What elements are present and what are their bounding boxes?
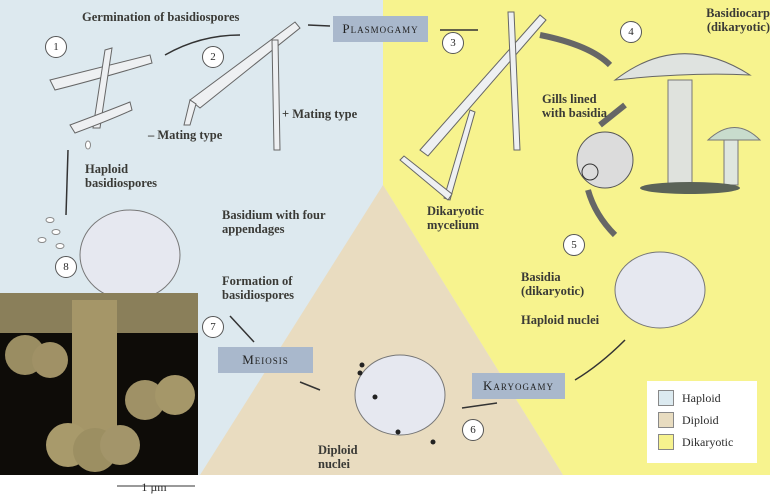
label-germination: Germination of basidiospores bbox=[82, 10, 240, 24]
label-gills: Gills lined with basidia bbox=[542, 92, 607, 120]
step-7: 7 bbox=[202, 316, 224, 338]
label-dikaryotic-mycelium: Dikaryotic mycelium bbox=[427, 204, 484, 232]
label-minus-mating-type: – Mating type bbox=[148, 128, 223, 142]
legend-label: Diploid bbox=[682, 412, 719, 427]
label-formation-basidiospores: Formation of basidiospores bbox=[222, 274, 295, 302]
step-6: 6 bbox=[462, 419, 484, 441]
germinating-spore-hyphae bbox=[49, 47, 153, 134]
process-meiosis: Meiosis bbox=[218, 347, 313, 373]
label-basidium-four-appendages: Basidium with four appendages bbox=[222, 208, 326, 236]
label-basidiocarp: Basidiocarp (dikaryotic) bbox=[706, 6, 770, 34]
step-3: 3 bbox=[442, 32, 464, 54]
micrograph-basidium bbox=[0, 293, 198, 475]
step-4: 4 bbox=[620, 21, 642, 43]
label-plus-mating-type: + Mating type bbox=[282, 107, 358, 121]
legend-diploid: Diploid bbox=[658, 412, 719, 428]
diploid-nuclei-dots bbox=[357, 362, 436, 445]
step-8: 8 bbox=[55, 256, 77, 278]
dikaryotic-mycelium-drawing bbox=[399, 11, 547, 201]
basidia-clusters bbox=[79, 209, 706, 436]
diploid-region bbox=[200, 185, 563, 475]
haploid-swatch bbox=[658, 390, 674, 406]
legend-label: Dikaryotic bbox=[682, 434, 734, 449]
step-1: 1 bbox=[45, 36, 67, 58]
dikaryotic-swatch bbox=[658, 434, 674, 450]
label-haploid-nuclei: Haploid nuclei bbox=[521, 313, 600, 327]
step-5: 5 bbox=[563, 234, 585, 256]
legend: Haploid Diploid Dikaryotic bbox=[647, 381, 757, 463]
legend-label: Haploid bbox=[682, 390, 721, 405]
mating-type-hyphae bbox=[183, 21, 301, 151]
step-2: 2 bbox=[202, 46, 224, 68]
label-basidia-dikaryotic: Basidia (dikaryotic) bbox=[521, 270, 585, 298]
diploid-swatch bbox=[658, 412, 674, 428]
legend-dikaryotic: Dikaryotic bbox=[658, 434, 733, 450]
label-haploid-basidiospores: Haploid basidiospores bbox=[85, 162, 158, 190]
scale-bar-label: 1 µm bbox=[141, 480, 167, 494]
cycle-arrows bbox=[65, 24, 627, 409]
label-diploid-nuclei: Diploid nuclei bbox=[318, 443, 358, 471]
basidiospores bbox=[37, 140, 91, 249]
process-karyogamy: Karyogamy bbox=[472, 373, 565, 399]
mushroom-basidiocarp bbox=[576, 53, 762, 194]
legend-haploid: Haploid bbox=[658, 390, 721, 406]
process-plasmogamy: Plasmogamy bbox=[333, 16, 428, 42]
